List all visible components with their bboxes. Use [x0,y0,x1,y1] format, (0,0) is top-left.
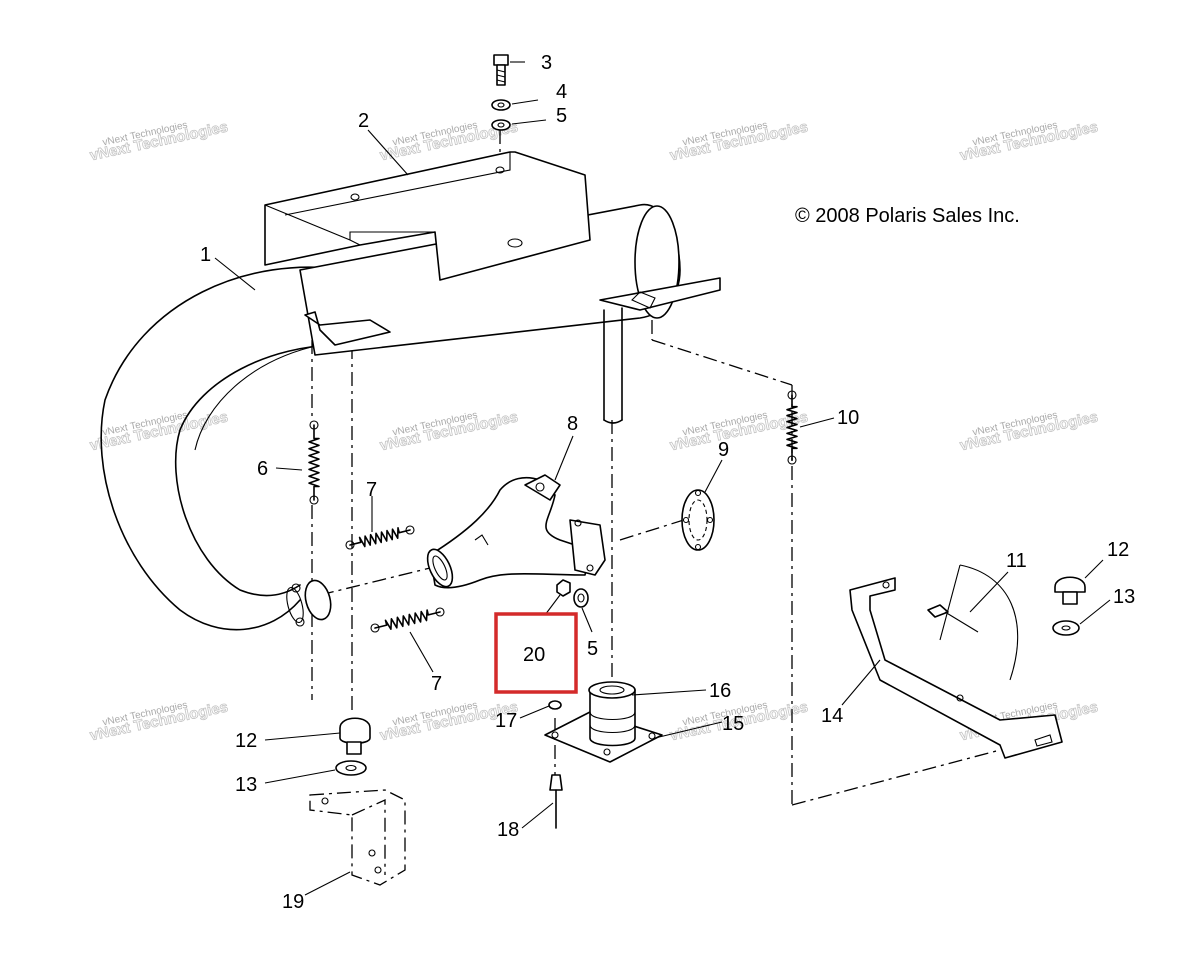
callout-14: 14 [821,705,843,727]
leader-lines [214,61,1111,896]
callout-20: 20 [523,644,545,666]
callout-17: 17 [495,710,517,732]
top-fasteners [491,54,511,131]
callout-7-lower: 7 [431,673,442,695]
heat-shield [264,151,591,281]
left-mount [309,717,406,886]
highlight-box [494,612,578,694]
callout-15: 15 [722,713,744,735]
assembly-lines [311,130,1001,806]
spring-6 [308,420,320,505]
springs [308,390,798,633]
callout-4: 4 [556,81,567,103]
callout-19: 19 [282,891,304,913]
callout-12-right: 12 [1107,539,1129,561]
callout-9: 9 [718,439,729,461]
callout-13-left: 13 [235,774,257,796]
gasket [681,489,715,551]
callout-7: 7 [366,479,377,501]
callout-16: 16 [709,680,731,702]
callout-1: 1 [200,244,211,266]
y-pipe [426,474,606,589]
callout-3: 3 [541,52,552,74]
spring-10 [786,390,798,465]
callout-12-left: 12 [235,730,257,752]
callout-10: 10 [837,407,859,429]
callout-6: 6 [257,458,268,480]
grommet-mount [544,681,663,829]
spring-7-lower [370,607,445,633]
callout-8: 8 [567,413,578,435]
callout-13-right: 13 [1113,586,1135,608]
right-mount [849,564,1086,759]
callout-5-lower: 5 [587,638,598,660]
callout-2: 2 [358,110,369,132]
copyright-text: © 2008 Polaris Sales Inc. [795,205,1020,227]
callout-18: 18 [497,819,519,841]
spring-7-upper [345,525,415,550]
callout-11: 11 [1006,550,1027,572]
muffler-assembly [100,203,721,631]
nut-and-washer [556,579,589,608]
callout-5: 5 [556,105,567,127]
callout-labels: 3 4 5 2 1 6 7 8 9 10 11 12 13 14 15 16 1… [200,52,1135,913]
